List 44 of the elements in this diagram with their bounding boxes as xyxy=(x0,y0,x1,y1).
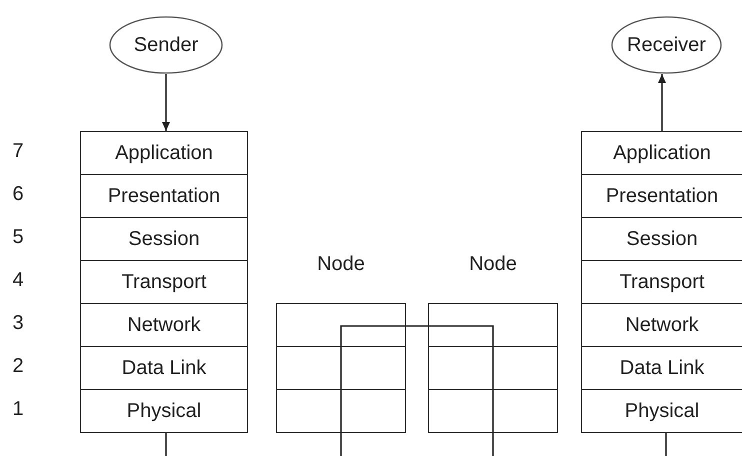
layer-number: 2 xyxy=(11,355,25,378)
layer-label: Network xyxy=(127,314,201,336)
empty-layer-box xyxy=(276,346,406,390)
layer-number: 5 xyxy=(11,226,25,249)
layer-label: Presentation xyxy=(606,184,718,208)
layer-box xyxy=(80,217,248,261)
arrow xyxy=(162,74,170,131)
layer-box xyxy=(581,131,742,175)
layer-box xyxy=(80,389,248,433)
endpoint-label: Receiver xyxy=(627,34,706,56)
layer-box xyxy=(581,389,742,433)
empty-layer-box xyxy=(428,303,558,347)
empty-layer-box xyxy=(428,346,558,390)
layer-label: Physical xyxy=(126,400,202,422)
layer-box xyxy=(80,346,248,390)
empty-layer-box xyxy=(428,389,558,433)
empty-layer-box xyxy=(276,303,406,347)
layer-number: 7 xyxy=(11,140,25,163)
layer-label: Session xyxy=(128,228,200,250)
layer-label: Network xyxy=(625,314,699,336)
endpoint-label: Sender xyxy=(134,34,198,56)
connector-line xyxy=(165,433,167,456)
layer-label: Physical xyxy=(624,400,700,422)
layer-label: Presentation xyxy=(108,184,220,208)
layer-number: 1 xyxy=(11,398,25,421)
layer-label: Data Link xyxy=(620,356,704,380)
layer-number: 6 xyxy=(11,183,25,206)
layer-label: Session xyxy=(626,228,698,250)
node-heading: Node xyxy=(468,253,518,276)
arrow xyxy=(658,74,666,131)
layer-box xyxy=(80,131,248,175)
layer-label: Transport xyxy=(620,270,704,294)
layer-box xyxy=(80,174,248,218)
layer-label: Data Link xyxy=(122,356,206,380)
layer-box xyxy=(80,260,248,304)
layer-label: Application xyxy=(115,142,213,164)
layer-number: 3 xyxy=(11,312,25,335)
empty-layer-box xyxy=(276,389,406,433)
layer-label: Transport xyxy=(122,270,206,294)
connector-line xyxy=(665,433,667,456)
layer-number: 4 xyxy=(11,269,25,292)
node-heading: Node xyxy=(316,253,366,276)
layer-box xyxy=(80,303,248,347)
layer-label: Application xyxy=(613,142,711,164)
